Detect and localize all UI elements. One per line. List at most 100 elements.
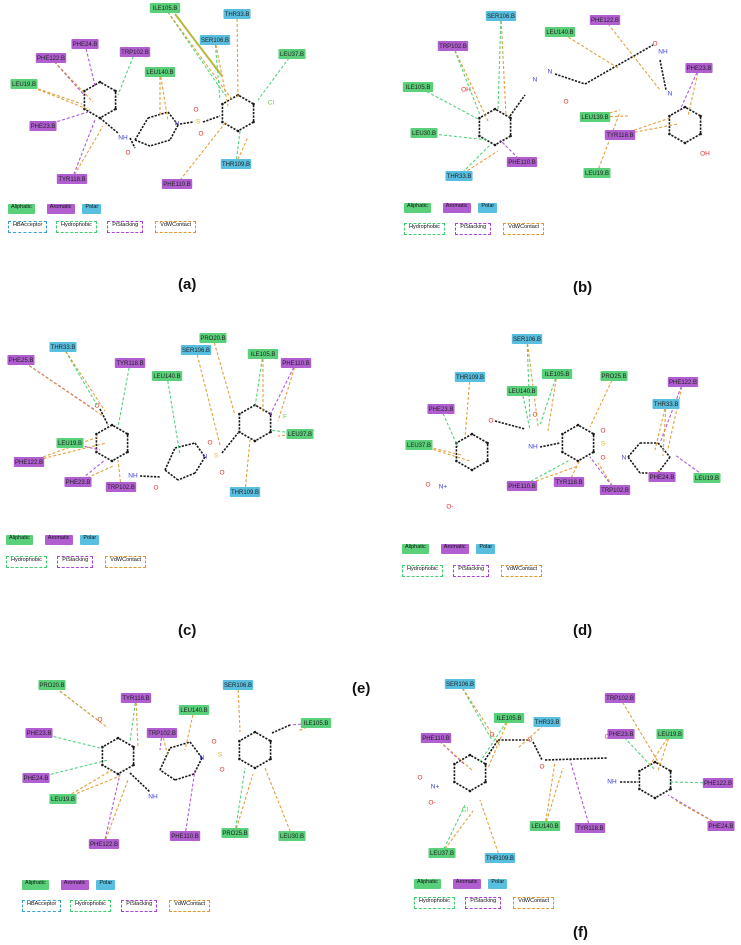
contact-a-b6 — [159, 71, 169, 122]
legend-0-aromatic: Aromatic — [46, 204, 75, 214]
contact-d-12 — [589, 456, 616, 491]
pip-e-1 — [169, 741, 191, 749]
residue-c-phe25-b-text: PHE25.B — [9, 358, 34, 364]
residue-c-leu140-b-text: LEU140.B — [153, 374, 180, 380]
contact-e-2 — [129, 697, 137, 743]
bond-b1 — [509, 94, 526, 117]
pip-c-5 — [164, 469, 179, 481]
residue-b-leu139-b-bg — [579, 112, 611, 122]
contact-c-0 — [62, 346, 98, 406]
residue-c-thr33-b-bg — [49, 342, 77, 352]
atom-d-o1: O — [488, 418, 493, 425]
residue-c-phe110-b-bg — [280, 358, 312, 368]
ring-e1-atom-2 — [101, 763, 104, 767]
residue-f-phe24-b-bg — [707, 821, 735, 831]
ring-a3-atom-0 — [252, 120, 255, 124]
contact-b-2 — [452, 45, 481, 116]
legend-0-hbacceptor: HBAcceptor — [8, 221, 48, 233]
contact-d-4 — [659, 381, 684, 444]
atom-d-nh: NH — [528, 444, 538, 451]
contact-b-1 — [604, 19, 661, 91]
atom-c-so2: O — [219, 470, 224, 477]
panel-label-e: (e) — [352, 680, 371, 697]
residue-c-leu37-b-text: LEU37.B — [288, 432, 312, 438]
panel-label-b: (b) — [573, 279, 593, 296]
bond-a2 — [129, 137, 136, 149]
ring-b1-atom-3 — [478, 116, 481, 120]
contact-a-2 — [214, 39, 221, 101]
contact-d-b6 — [662, 403, 667, 457]
bond-a3 — [179, 121, 194, 125]
legend-4-pistacking: PiStacking — [121, 900, 158, 912]
contact-d-6 — [654, 403, 667, 451]
legend-4-hydrophobic: Hydrophobic — [70, 900, 111, 912]
residue-e-phe110-b-bg — [169, 831, 201, 841]
ring-a3-atom-5 — [252, 102, 255, 106]
atom-c-so1: O — [207, 440, 212, 447]
ring-c1-atom-5 — [126, 432, 129, 436]
ring-e2-atom-3 — [238, 739, 241, 743]
pip-d-5 — [627, 456, 641, 474]
residue-f-leu19-b-text: LEU19.B — [658, 732, 682, 738]
atom-f-o3: O — [539, 764, 544, 771]
pip-c-2 — [194, 442, 206, 458]
residue-b-ser106-b-bg — [485, 11, 517, 21]
contact-f-b0 — [459, 683, 501, 747]
residue-a-phe110-b-bg — [161, 179, 193, 189]
atom-e-o1: O — [97, 717, 102, 724]
contact-c-b6 — [277, 362, 297, 422]
atom-e-nh: NH — [148, 794, 158, 801]
contact-a-7 — [257, 53, 293, 101]
legend-2-hydrophobic: Hydrophobic — [6, 556, 47, 568]
atom-f-no2: O- — [428, 800, 435, 807]
ring-f2-atom-3 — [638, 769, 641, 773]
residue-e-tyr118-b-text: TYR118.B — [122, 696, 149, 702]
atom-c-f: F — [283, 414, 287, 421]
ring-e2-atom-2 — [238, 757, 241, 761]
contact-c-1 — [212, 337, 236, 416]
residue-e-phe122-b-bg — [88, 839, 120, 849]
pip-e-4 — [174, 773, 195, 781]
residue-a-leu19-b-bg — [10, 79, 38, 89]
atom-a-so2: O — [198, 131, 203, 138]
ring-b1-atom-2 — [478, 134, 481, 138]
pip-a-3 — [169, 124, 179, 141]
residue-b-phe23-b-bg — [685, 63, 713, 73]
ring-d2-atom-0 — [592, 450, 595, 454]
residue-f-thr109-b-text: THR109.B — [486, 856, 514, 862]
atom-f-no1: O — [417, 775, 422, 782]
residue-e-leu19-b-bg — [49, 794, 77, 804]
contact-a-b0 — [164, 7, 234, 102]
contact-b-11 — [596, 111, 621, 174]
contact-e-b12 — [103, 779, 129, 845]
residue-d-phe23-b-text: PHE23.B — [429, 407, 454, 413]
residue-c-ile105-b-bg — [247, 349, 279, 359]
residue-b-leu19-b-bg — [583, 168, 611, 178]
contact-a-b12 — [71, 125, 104, 180]
residue-f-phe110-b-text: PHE110.B — [422, 736, 450, 742]
bond-d1 — [494, 420, 526, 430]
atom-a-n: N — [175, 121, 180, 128]
ring-c2-atom-0 — [269, 430, 272, 434]
residue-a-ile105-b-bg — [149, 3, 181, 13]
ring-c1-atom-1 — [110, 459, 114, 463]
ring-f2-atom-4 — [653, 760, 657, 764]
residue-b-leu30-b-text: LEU30.B — [412, 131, 436, 137]
residue-e-ser106-b-text: SER106.B — [224, 683, 252, 689]
residue-b-ser106-b-text: SER106.B — [487, 14, 515, 20]
atom-f-o2: O — [527, 737, 532, 744]
contact-e-b4 — [297, 722, 317, 732]
residue-b-leu19-b-text: LEU19.B — [585, 171, 609, 177]
residue-c-phe122-b-bg — [13, 457, 45, 467]
legend-2-aliphatic: Aliphatic — [6, 535, 33, 545]
residue-a-phe23-b-bg — [29, 121, 57, 131]
contact-e-3 — [184, 709, 195, 751]
atom-e-n: N — [200, 755, 205, 762]
residue-e-phe23-b-text: PHE23.B — [27, 731, 52, 737]
residue-d-ser106-b-bg — [511, 334, 543, 344]
atom-b-oh2: OH — [461, 87, 471, 94]
residue-d-trp102-b-text: TRP102.B — [601, 488, 629, 494]
bond-e1 — [129, 772, 151, 793]
